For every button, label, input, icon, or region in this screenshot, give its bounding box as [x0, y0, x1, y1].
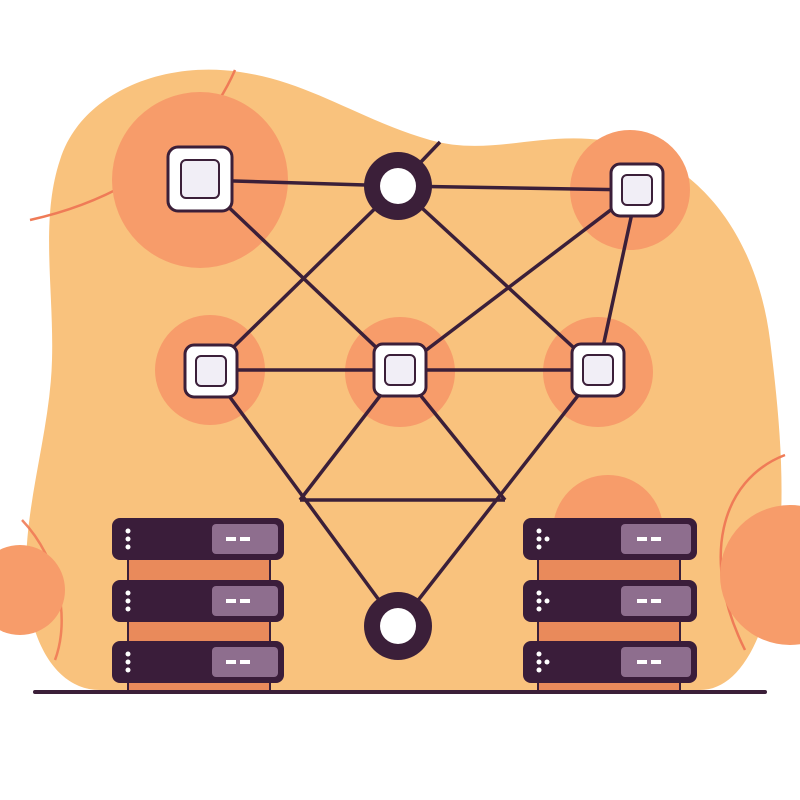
right-server-stack: [523, 518, 697, 694]
server-rack-icon: [523, 518, 697, 560]
server-rack-icon: [112, 641, 284, 683]
left-server-stack: [112, 518, 284, 694]
link: [208, 184, 400, 372]
link: [398, 188, 639, 372]
server-rack-icon: [112, 518, 284, 560]
hub-circle-icon: [364, 152, 432, 220]
square-node-icon: [183, 343, 239, 399]
square-node-icon: [166, 145, 234, 213]
server-rack-icon: [523, 580, 697, 622]
square-node-icon: [570, 342, 626, 398]
server-rack-icon: [523, 641, 697, 683]
square-node-icon: [609, 162, 665, 218]
link: [208, 368, 400, 628]
decor-arc-right: [719, 453, 786, 651]
link: [396, 184, 600, 372]
square-node-icon: [372, 342, 428, 398]
accent-circle: [720, 505, 800, 645]
link: [396, 368, 600, 628]
accent-circle: [0, 545, 65, 635]
hub-circle-icon: [364, 592, 432, 660]
server-rack-icon: [112, 580, 284, 622]
link: [198, 178, 402, 372]
link: [397, 184, 638, 192]
link: [596, 189, 639, 371]
